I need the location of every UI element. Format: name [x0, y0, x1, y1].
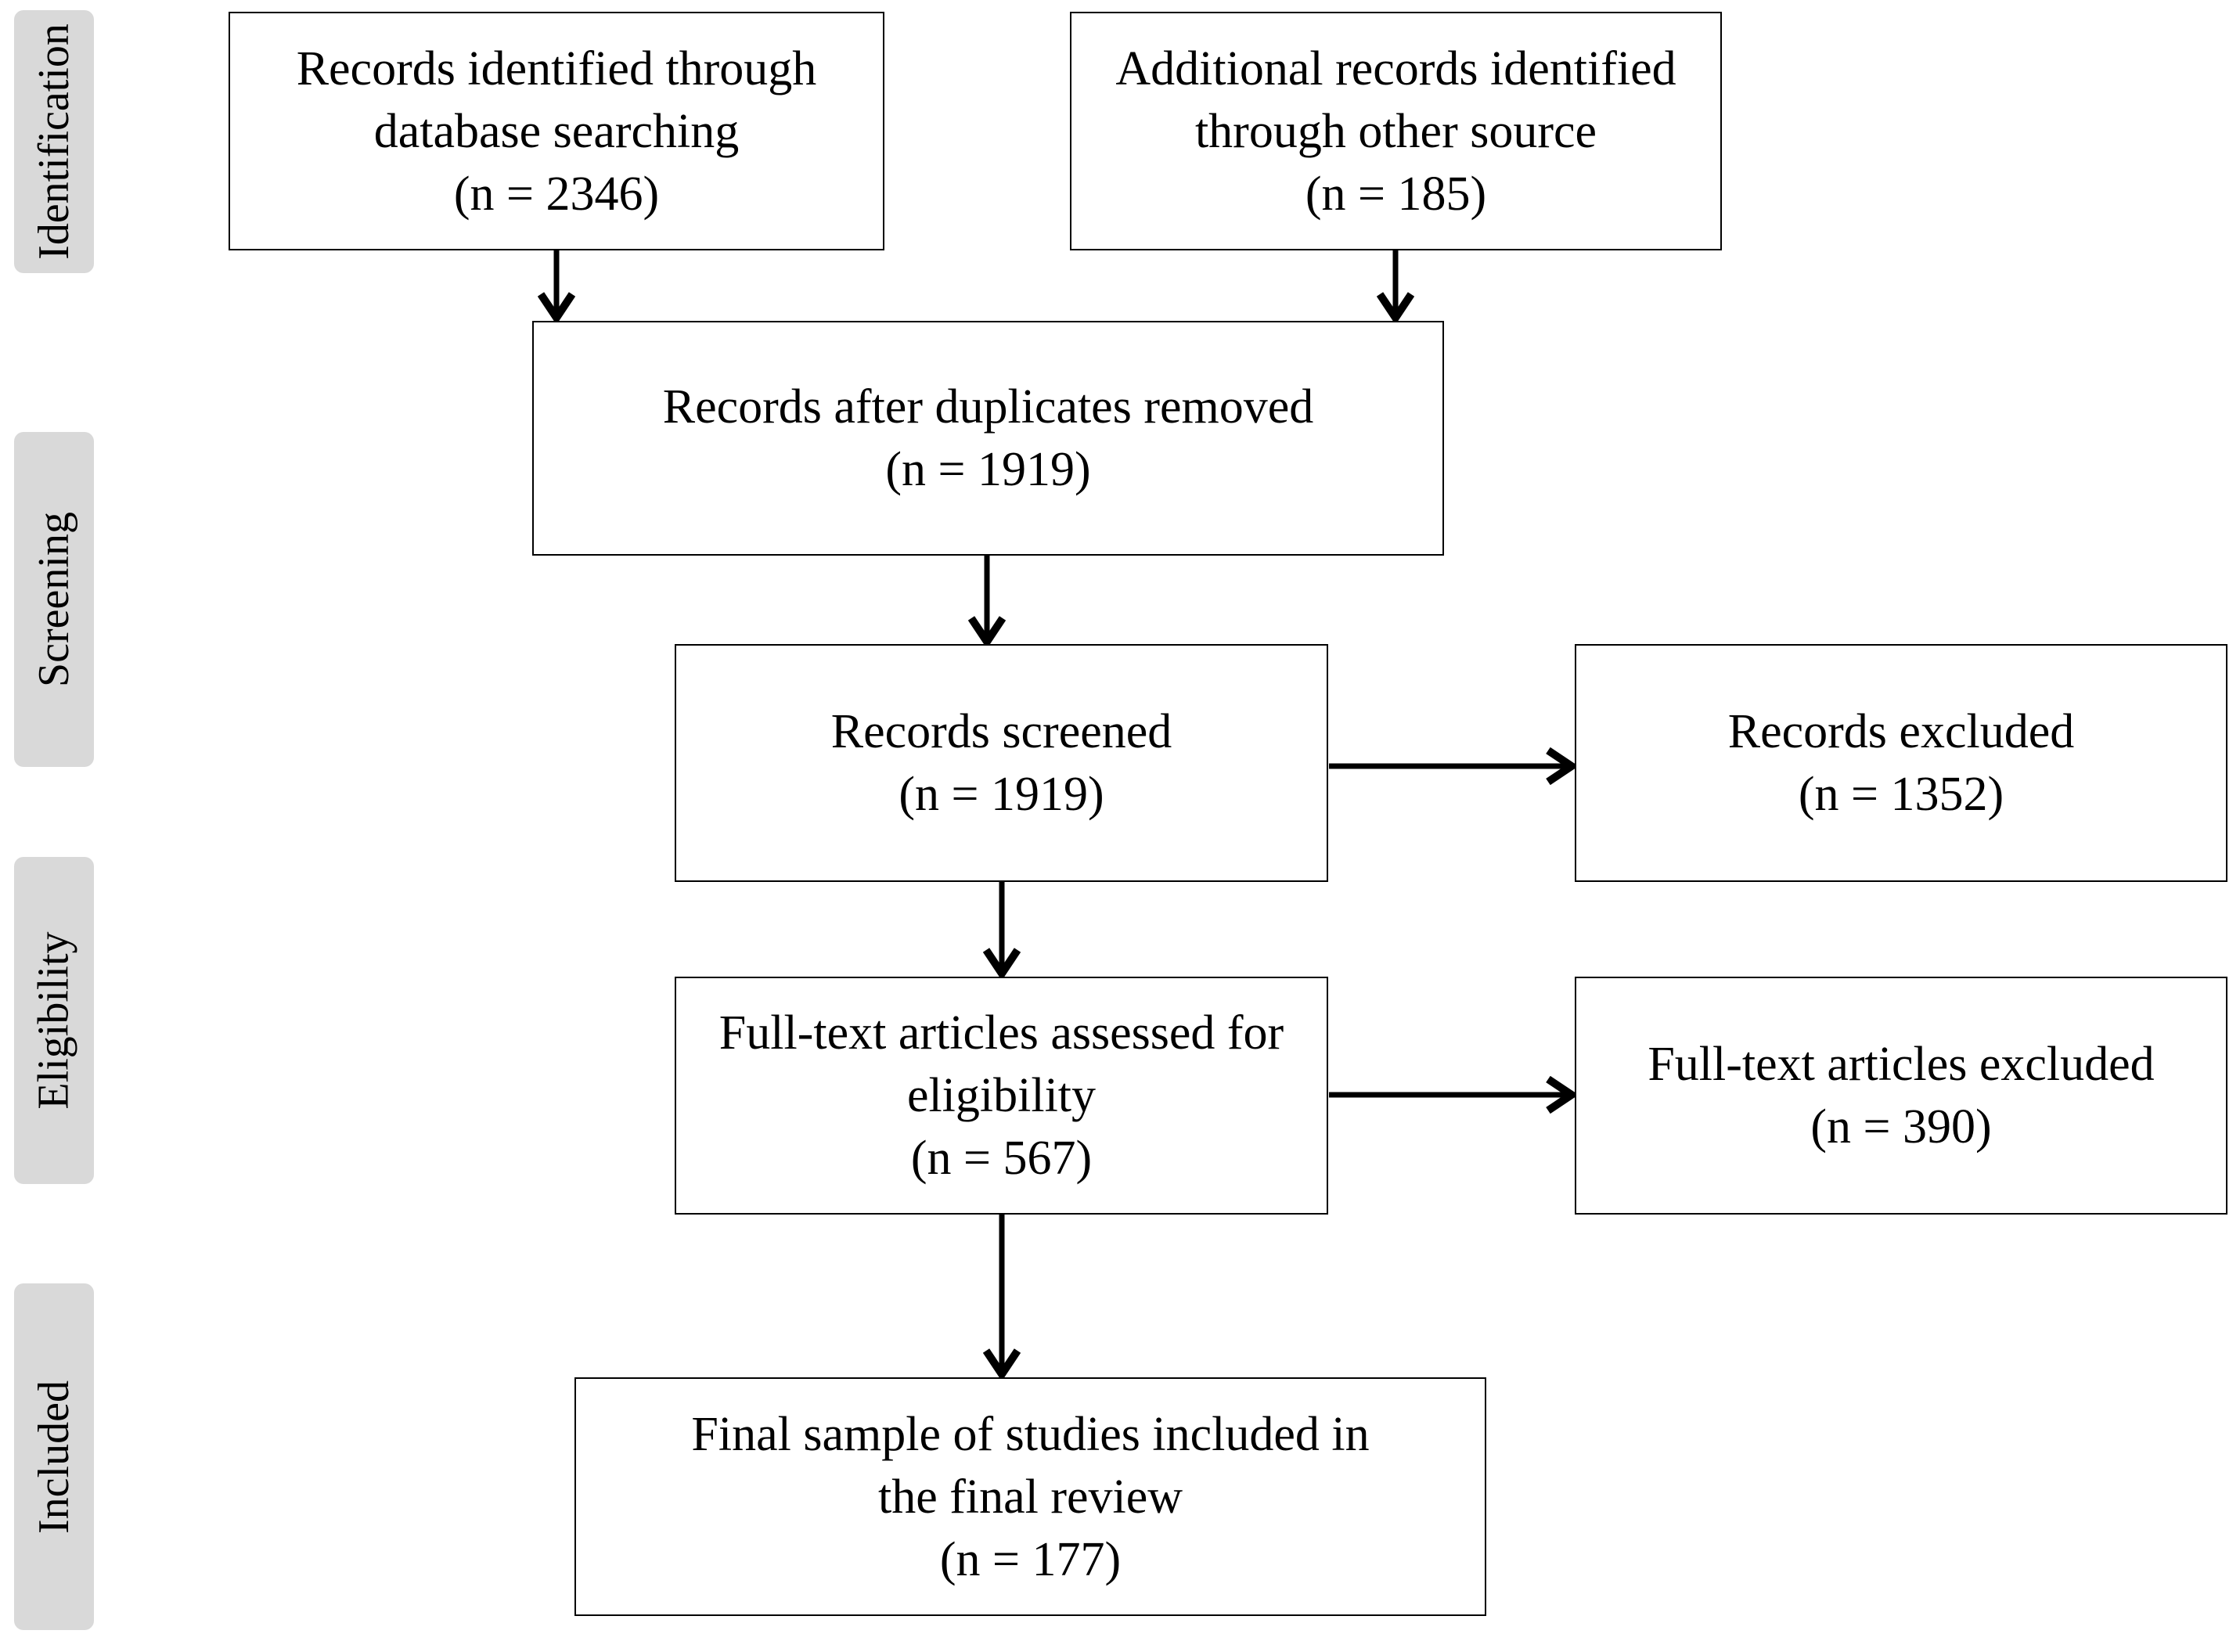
box-fulltext-assessed-text: Full-text articles assessed for eligibil… — [718, 1006, 1284, 1185]
box-records-identified-text: Records identified through database sear… — [296, 41, 817, 221]
box-final-sample-text: Final sample of studies included in the … — [691, 1407, 1370, 1586]
box-records-excluded-text: Records excluded (n = 1352) — [1727, 705, 2075, 821]
box-additional-records-text: Additional records identified through ot… — [1115, 41, 1676, 221]
box-records-screened-text: Records screened (n = 1919) — [830, 705, 1172, 821]
box-final-sample: Final sample of studies included in the … — [574, 1377, 1486, 1616]
stage-included: Included — [14, 1283, 94, 1630]
box-records-excluded: Records excluded (n = 1352) — [1575, 644, 2227, 882]
box-fulltext-excluded-text: Full-text articles excluded (n = 390) — [1648, 1038, 2155, 1154]
stage-screening-label: Screening — [30, 512, 79, 687]
box-fulltext-assessed: Full-text articles assessed for eligibil… — [675, 977, 1328, 1215]
stage-screening: Screening — [14, 432, 94, 767]
stage-eligibility: Eligibility — [14, 857, 94, 1184]
box-duplicates-removed: Records after duplicates removed (n = 19… — [532, 321, 1444, 556]
box-fulltext-excluded: Full-text articles excluded (n = 390) — [1575, 977, 2227, 1215]
stage-identification: Identification — [14, 10, 94, 273]
stage-eligibility-label: Eligibility — [30, 931, 78, 1110]
box-records-screened: Records screened (n = 1919) — [675, 644, 1328, 882]
stage-included-label: Included — [30, 1380, 79, 1534]
box-duplicates-removed-text: Records after duplicates removed (n = 19… — [662, 380, 1314, 496]
stage-identification-label: Identification — [30, 23, 78, 260]
box-records-identified: Records identified through database sear… — [229, 12, 884, 250]
box-additional-records: Additional records identified through ot… — [1070, 12, 1722, 250]
